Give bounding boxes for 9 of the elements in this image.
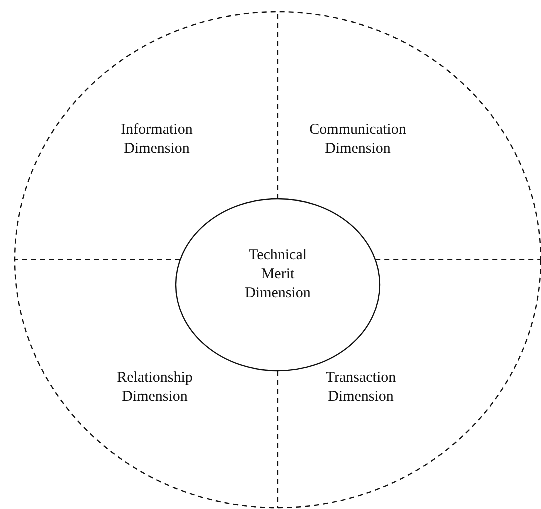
- dashed-divider-line: [277, 371, 279, 508]
- quadrant-label: Transaction Dimension: [324, 369, 398, 407]
- dashed-divider-line: [277, 12, 279, 199]
- quadrant-label: Relationship Dimension: [116, 369, 194, 407]
- quadrant-label: Communication Dimension: [308, 121, 408, 159]
- dashed-divider-line: [15, 259, 180, 261]
- dashed-divider-line: [376, 259, 541, 261]
- quadrant-label: Information Dimension: [120, 121, 194, 159]
- node-label: Technical Merit Dimension: [244, 246, 312, 304]
